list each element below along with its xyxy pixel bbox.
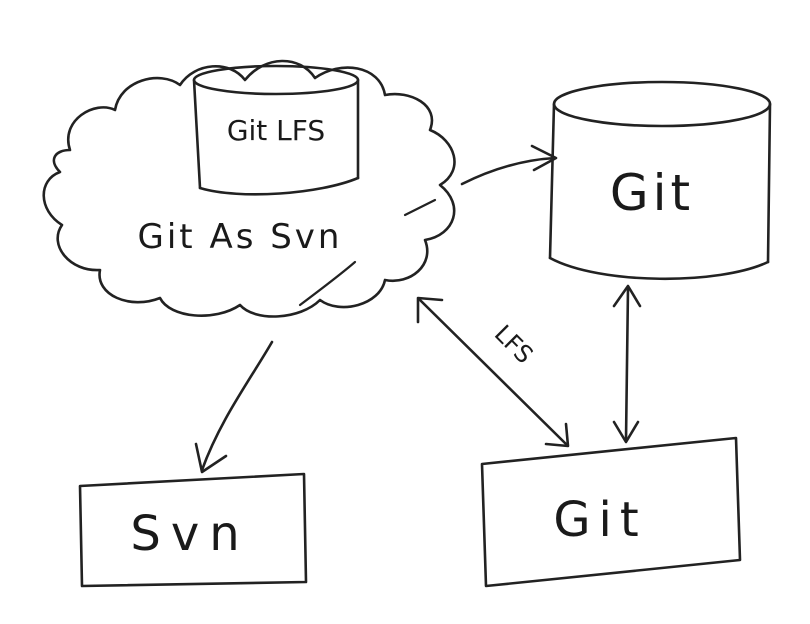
git-sync-bidirectional-arrow	[612, 284, 642, 444]
cloud-to-git-arrow	[460, 144, 558, 186]
git-lfs-label: Git LFS	[227, 114, 325, 147]
git-as-svn-label: Git As Svn	[138, 217, 343, 257]
git-client-label: Git	[553, 492, 646, 548]
git-lfs-cylinder: Git LFS	[192, 64, 360, 196]
cloud-to-svn-arrow	[194, 340, 274, 474]
git-as-svn-cloud: Git As Svn	[42, 59, 456, 318]
svn-label: Svn	[130, 506, 249, 562]
svn-box: Svn	[78, 472, 308, 588]
git-repo-label: Git	[610, 164, 694, 222]
git-repo-cylinder: Git	[548, 80, 772, 281]
git-client-box: Git	[480, 436, 742, 588]
lfs-bidirectional-arrow: LFS	[416, 296, 570, 448]
lfs-edge-label: LFS	[489, 320, 538, 369]
